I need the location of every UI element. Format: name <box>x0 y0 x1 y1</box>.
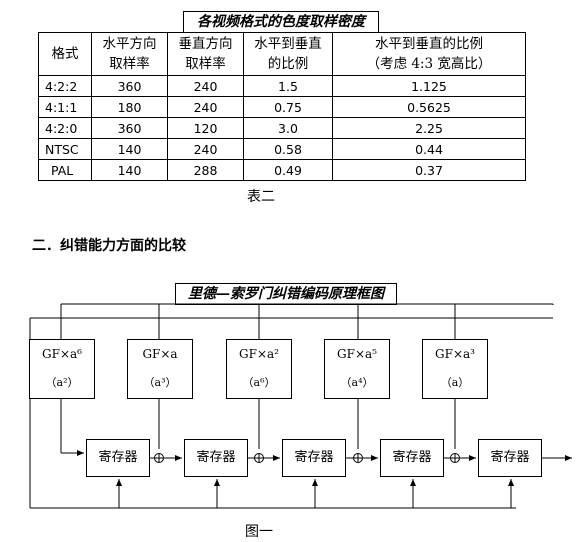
chroma-sampling-table: 格式 水平方向取样率 垂直方向取样率 水平到垂直的比例 水平到垂直的比例（考虑 … <box>38 32 526 181</box>
header-line: 水平到垂直 <box>254 36 322 52</box>
gf-multiplier-box: GF×a⁵ （a⁴） <box>324 339 390 399</box>
header-horizontal-rate: 水平方向取样率 <box>91 32 168 76</box>
header-line: 水平方向 <box>102 36 157 52</box>
table-cell: NTSC <box>38 138 92 160</box>
header-line: 取样率 <box>185 56 226 72</box>
gf-multiplier-box: GF×a （a³） <box>127 339 193 399</box>
register-box: 寄存器 <box>282 439 346 477</box>
register-box: 寄存器 <box>478 439 542 477</box>
register-box: 寄存器 <box>184 439 248 477</box>
table-row: 4:2:0 360 120 3.0 2.25 <box>38 117 526 139</box>
table-cell: 0.37 <box>332 159 526 181</box>
header-line: 的比例 <box>267 56 309 72</box>
section-heading: 二．纠错能力方面的比较 <box>32 238 186 254</box>
table-cell: PAL <box>38 159 92 181</box>
header-h-v-ratio-aspect: 水平到垂直的比例 （考虑 4:3 宽高比） <box>332 32 526 76</box>
header-line: （考虑 4:3 宽高比） <box>366 56 492 72</box>
header-line: 格式 <box>51 46 79 62</box>
table-row: 4:2:2 360 240 1.5 1.125 <box>38 75 526 97</box>
gf-multiplier-sublabel: （a） <box>440 376 470 389</box>
header-line: 垂直方向 <box>178 36 233 52</box>
header-h-v-ratio: 水平到垂直的比例 <box>243 32 333 76</box>
register-box: 寄存器 <box>380 439 444 477</box>
table-cell: 0.49 <box>243 159 333 181</box>
table-cell: 2.25 <box>332 117 526 139</box>
gf-multiplier-box: GF×a⁶ （a²） <box>29 339 95 399</box>
table-row: PAL 140 288 0.49 0.37 <box>38 159 526 181</box>
table-cell: 288 <box>167 159 244 181</box>
table-cell: 4:2:0 <box>38 117 92 139</box>
table-cell: 140 <box>91 159 168 181</box>
header-line: 水平到垂直的比例 <box>375 36 483 52</box>
gf-multiplier-label: GF×a <box>142 347 178 361</box>
gf-multiplier-sublabel: （a⁴） <box>340 376 374 389</box>
diagram-caption: 图一 <box>245 524 273 540</box>
table-cell: 4:2:2 <box>38 75 92 97</box>
table-row: 4:1:1 180 240 0.75 0.5625 <box>38 96 526 118</box>
gf-multiplier-box: GF×a² （a⁶） <box>226 339 292 399</box>
gf-multiplier-label: GF×a⁶ <box>42 347 82 361</box>
table-header-row: 格式 水平方向取样率 垂直方向取样率 水平到垂直的比例 水平到垂直的比例（考虑 … <box>38 32 526 76</box>
table-cell: 0.58 <box>243 138 333 160</box>
gf-multiplier-box: GF×a³ （a） <box>422 339 488 399</box>
table-caption: 表二 <box>247 189 275 205</box>
gf-multiplier-label: GF×a⁵ <box>337 347 377 361</box>
header-format: 格式 <box>38 32 92 76</box>
gf-multiplier-sublabel: （a⁶） <box>242 376 276 389</box>
gf-multiplier-label: GF×a³ <box>435 347 475 361</box>
register-box: 寄存器 <box>86 439 150 477</box>
gf-multiplier-sublabel: （a³） <box>143 376 177 389</box>
gf-multiplier-sublabel: （a²） <box>45 376 79 389</box>
gf-multiplier-label: GF×a² <box>239 347 279 361</box>
header-line: 取样率 <box>109 56 150 72</box>
